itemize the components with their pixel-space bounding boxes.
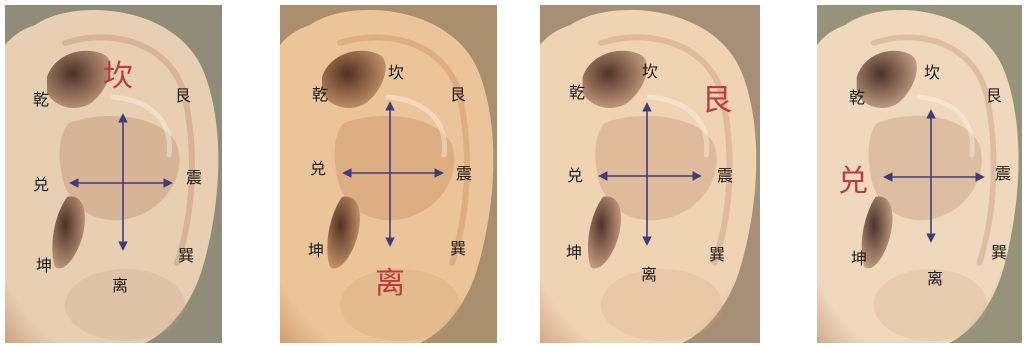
ear-panel-4: 坎 艮 乾 兑 震 坤 巽 离 bbox=[817, 5, 1022, 343]
trigram-label-qian: 乾 bbox=[849, 90, 865, 106]
trigram-label-li: 离 bbox=[927, 271, 943, 287]
trigram-label-gen: 艮 bbox=[986, 88, 1002, 104]
trigram-label-gen: 艮 bbox=[450, 87, 466, 103]
trigram-label-kan: 坎 bbox=[388, 65, 404, 81]
trigram-label-qian: 乾 bbox=[33, 92, 49, 108]
trigram-label-qian: 乾 bbox=[569, 85, 585, 101]
trigram-label-dui: 兑 bbox=[310, 161, 326, 177]
trigram-label-xun: 巽 bbox=[450, 241, 466, 257]
trigram-label-zhen: 震 bbox=[456, 166, 472, 182]
ear-panel-3: 坎 艮 乾 兑 震 坤 巽 离 bbox=[540, 5, 760, 343]
trigram-label-zhen: 震 bbox=[186, 170, 202, 186]
trigram-label-gen: 艮 bbox=[175, 88, 191, 104]
trigram-label-kan: 坎 bbox=[924, 65, 940, 81]
trigram-label-kun: 坤 bbox=[566, 245, 582, 261]
trigram-label-zhen: 震 bbox=[717, 168, 733, 184]
trigram-label-kun: 坤 bbox=[36, 258, 52, 274]
trigram-label-dui: 兑 bbox=[567, 168, 583, 184]
trigram-label-xun: 巽 bbox=[991, 245, 1007, 261]
trigram-label-kan: 坎 bbox=[642, 64, 658, 80]
trigram-label-li: 离 bbox=[641, 267, 657, 283]
trigram-label-qian: 乾 bbox=[312, 87, 328, 103]
trigram-label-kan: 坎 bbox=[103, 62, 133, 92]
ear-panel-1: 坎 艮 乾 兑 震 坤 巽 离 bbox=[5, 5, 222, 343]
trigram-label-dui: 兑 bbox=[33, 177, 49, 193]
ear-panel-2: 坎 艮 乾 兑 震 坤 巽 离 bbox=[280, 5, 497, 343]
trigram-label-kun: 坤 bbox=[308, 243, 324, 259]
trigram-label-li: 离 bbox=[112, 278, 128, 294]
trigram-label-gen: 艮 bbox=[702, 86, 732, 116]
trigram-label-zhen: 震 bbox=[995, 166, 1011, 182]
trigram-label-xun: 巽 bbox=[178, 248, 194, 264]
trigram-label-li: 离 bbox=[375, 269, 405, 299]
trigram-label-kun: 坤 bbox=[851, 251, 867, 267]
trigram-label-xun: 巽 bbox=[709, 247, 725, 263]
trigram-label-dui: 兑 bbox=[838, 167, 868, 197]
